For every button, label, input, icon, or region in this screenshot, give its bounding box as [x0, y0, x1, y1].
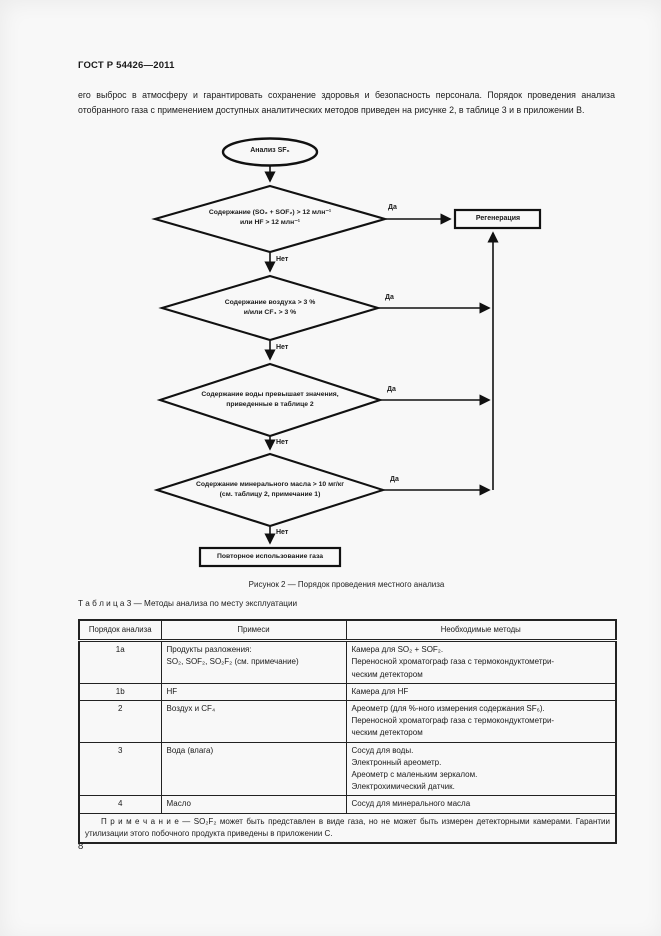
decision-3-diamond [156, 362, 384, 438]
decision-4-diamond [153, 452, 387, 528]
cell-order: 1a [78, 640, 162, 684]
decision-3-label: Содержание воды превышает значения, прив… [201, 391, 339, 408]
no-label-3: Нет [276, 439, 289, 446]
figure-caption: Рисунок 2 — Порядок проведения местного … [248, 580, 445, 589]
cell-order: 2 [78, 700, 162, 743]
table-title: Т а б л и ц а 3 — Методы анализа по мест… [78, 599, 298, 608]
column-header-methods: Необходимые методы [345, 619, 617, 643]
table-row: 1b HF Камера для HF [78, 682, 617, 702]
cell-order: 3 [78, 741, 162, 797]
cell-methods: Камера для SO₂ + SOF₂. Переносной хромат… [345, 640, 617, 684]
document-header: ГОСТ Р 54426—2011 [78, 60, 175, 71]
no-label-4: Нет [276, 529, 289, 536]
table-row: 3 Вода (влага) Сосуд для воды. Электронн… [78, 741, 617, 797]
cell-impurity: Продукты разложения: SO₂, SOF₂, SO₂F₂ (с… [160, 640, 347, 684]
table-note-text: П р и м е ч а н и е — SO₂F₂ может быть п… [85, 816, 610, 838]
table-row: 2 Воздух и CF₄ Ареометр (для %-ного изме… [78, 700, 617, 743]
table-row: 1a Продукты разложения: SO₂, SOF₂, SO₂F₂… [78, 640, 617, 684]
regeneration-label: Регенерация [475, 215, 521, 222]
cell-methods: Сосуд для минерального масла [345, 795, 617, 814]
yes-label-2: Да [385, 294, 394, 301]
yes-label-4: Да [390, 476, 399, 483]
body-paragraph: его выброс в атмосферу и гарантировать с… [78, 90, 615, 115]
table-note-row: П р и м е ч а н и е — SO₂F₂ может быть п… [78, 812, 617, 844]
no-label-1: Нет [276, 256, 289, 263]
reuse-label: Повторное использование газа [216, 553, 324, 560]
cell-impurity: Вода (влага) [160, 741, 347, 797]
cell-impurity: HF [160, 682, 347, 702]
page-number: 8 [78, 841, 84, 852]
decision-1-diamond [151, 184, 389, 254]
cell-methods: Камера для HF [345, 682, 617, 702]
reuse-box [198, 546, 342, 568]
cell-impurity: Масло [160, 795, 347, 814]
decision-2-diamond [158, 274, 382, 342]
cell-order: 1b [78, 682, 162, 702]
yes-label-1: Да [388, 204, 397, 211]
table-note-cell: П р и м е ч а н и е — SO₂F₂ может быть п… [78, 812, 617, 844]
cell-order: 4 [78, 795, 162, 814]
table-header-row: Порядок анализа Примеси Необходимые мето… [78, 619, 617, 643]
decision-1-label: Содержание (SO₂ + SOF₂) > 12 млн⁻¹ или H… [208, 209, 332, 226]
decision-2-label: Содержание воздуха > 3 % и/или CF₄ > 3 % [224, 299, 316, 316]
column-header-order: Порядок анализа [78, 619, 162, 643]
start-node-label: Анализ SF₆ [250, 147, 290, 154]
no-label-2: Нет [276, 344, 289, 351]
decision-4-label: Содержание минерального масла > 10 мг/кг… [195, 481, 345, 498]
table-row: 4 Масло Сосуд для минерального масла [78, 795, 617, 814]
regeneration-box [453, 208, 542, 230]
column-header-impurities: Примеси [160, 619, 347, 643]
cell-methods: Ареометр (для %-ного измерения содержани… [345, 700, 617, 743]
yes-label-3: Да [387, 386, 396, 393]
start-ellipse [221, 137, 319, 167]
analysis-methods-table: Порядок анализа Примеси Необходимые мето… [78, 619, 617, 845]
cell-methods: Сосуд для воды. Электронный ареометр. Ар… [345, 741, 617, 797]
cell-impurity: Воздух и CF₄ [160, 700, 347, 743]
